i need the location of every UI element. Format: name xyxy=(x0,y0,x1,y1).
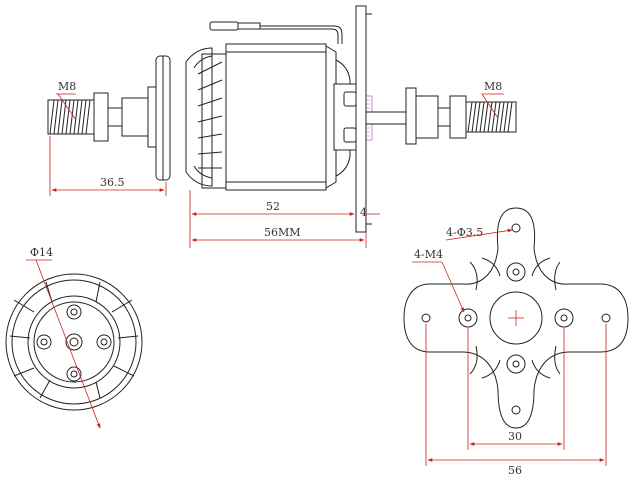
dimension-body-length: 52 xyxy=(189,190,355,248)
dimension-total-length: 56MM xyxy=(191,226,365,242)
dimension-m8-right: M8 xyxy=(481,80,504,119)
motor-can xyxy=(225,43,351,191)
dimension-shaft-diameter: Φ14 xyxy=(26,246,101,429)
dimension-m8-left: M8 xyxy=(56,80,77,121)
m8-left-label: M8 xyxy=(58,80,76,93)
front-bolt-holes xyxy=(36,304,112,382)
inner-spacing-label: 30 xyxy=(508,430,522,443)
prop-flange xyxy=(155,55,171,181)
dimension-inner-spacing: 30 xyxy=(467,328,565,450)
dimension-outer-holes: 4-Φ3.5 xyxy=(445,226,513,241)
shaft-diameter-label: Φ14 xyxy=(30,246,53,259)
mount-view: 4-Φ3.5 4-M4 30 56 xyxy=(403,207,629,477)
mount-holes-inner xyxy=(458,262,574,374)
dimension-plate-thickness: 4 xyxy=(360,206,380,248)
side-view: M8 M8 36.5 52 4 56MM xyxy=(47,5,517,248)
m8-right-label: M8 xyxy=(484,80,502,93)
mount-holes-outer xyxy=(421,223,611,415)
outer-spacing-label: 56 xyxy=(508,464,522,477)
motor-leads xyxy=(209,21,343,44)
plate-thickness-label: 4 xyxy=(360,206,367,219)
total-length-label: 56MM xyxy=(264,226,301,239)
rotor-front xyxy=(185,47,227,189)
dimension-inner-holes: 4-M4 xyxy=(412,248,465,313)
body-length-label: 52 xyxy=(266,200,280,213)
dimension-outer-spacing: 56 xyxy=(425,324,607,477)
left-threaded-shaft xyxy=(47,86,157,148)
dimension-shaft-length: 36.5 xyxy=(49,136,167,196)
outer-holes-label: 4-Φ3.5 xyxy=(446,226,483,239)
front-view: Φ14 xyxy=(5,246,143,429)
right-threaded-shaft xyxy=(365,87,517,145)
inner-holes-label: 4-M4 xyxy=(414,248,443,261)
shaft-length-label: 36.5 xyxy=(100,176,125,189)
